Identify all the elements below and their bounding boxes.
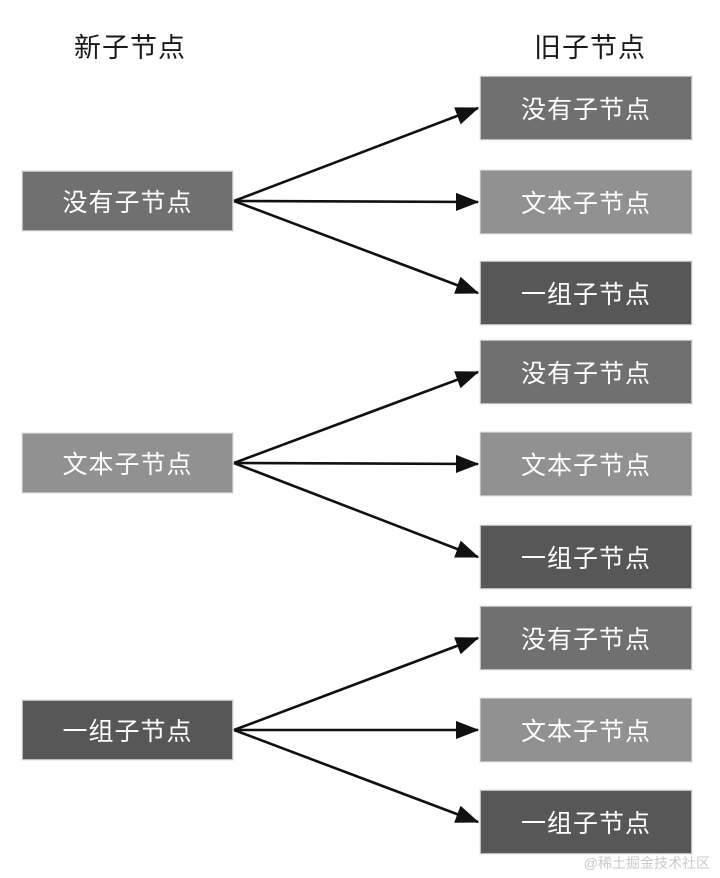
right-node-box-1-3: 一组子节点 [480,261,692,325]
left-node-box-2: 文本子节点 [22,433,233,493]
node-box-label: 没有子节点 [520,626,651,654]
node-box-label: 没有子节点 [520,96,651,124]
arrow-2-2 [233,454,480,474]
left-node-box-1: 没有子节点 [22,171,233,231]
arrow-2-3 [233,461,480,559]
node-box-label: 没有子节点 [62,189,193,217]
node-box-label: 文本子节点 [62,451,193,479]
node-box-label: 一组子节点 [62,718,193,746]
right-node-box-3-3: 一组子节点 [480,790,692,854]
node-box-label: 文本子节点 [520,718,651,746]
node-box-label: 文本子节点 [520,452,651,480]
arrow-1-1 [233,106,480,203]
arrow-3-3 [233,728,480,824]
watermark: @稀土掘金技术社区 [583,855,710,871]
right-node-box-2-3: 一组子节点 [480,525,692,589]
column-header-old-children: 旧子节点 [534,33,646,63]
right-node-box-2-1: 没有子节点 [480,340,692,404]
node-box-label: 一组子节点 [520,281,651,309]
arrow-1-3 [233,199,480,295]
right-node-box-2-2: 文本子节点 [480,432,692,496]
right-node-box-3-2: 文本子节点 [480,698,692,762]
left-node-box-3: 一组子节点 [22,700,233,760]
right-node-box-1-1: 没有子节点 [480,76,692,140]
node-box-label: 一组子节点 [520,545,651,573]
node-box-label: 一组子节点 [520,810,651,838]
right-node-box-3-1: 没有子节点 [480,606,692,670]
right-node-box-1-2: 文本子节点 [480,170,692,234]
arrow-2-1 [233,370,480,465]
node-box-label: 文本子节点 [520,190,651,218]
arrow-1-2 [233,192,480,212]
column-header-new-children: 新子节点 [74,33,186,63]
node-box-label: 没有子节点 [520,360,651,388]
arrow-3-1 [233,636,480,732]
